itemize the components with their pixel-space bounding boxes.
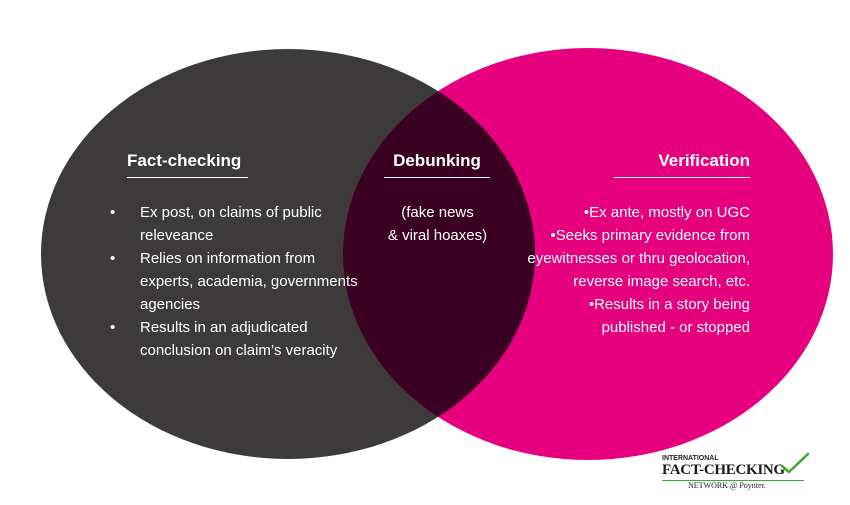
logo-divider xyxy=(662,480,804,481)
fact-checking-underline xyxy=(127,177,248,178)
bullet-icon: • xyxy=(110,204,116,221)
logo-fact-checking: FACT-CHECKING xyxy=(662,462,785,478)
bullet-icon: • xyxy=(583,204,590,221)
bullet-icon: • xyxy=(550,227,556,244)
fact-checking-list: •Ex post, on claims of public releveance… xyxy=(110,201,365,362)
fact-checking-item: •Ex post, on claims of public releveance xyxy=(110,201,365,247)
verification-title: Verification xyxy=(658,151,750,170)
debunking-underline xyxy=(384,177,490,178)
fact-checking-item: •Relies on information from experts, aca… xyxy=(110,247,365,316)
logo-network: NETWORK @ Poynter. xyxy=(688,481,766,490)
debunking-note-line: & viral hoaxes) xyxy=(387,227,488,244)
debunking-note: (fake news & viral hoaxes) xyxy=(350,201,525,247)
bullet-icon: • xyxy=(110,250,116,267)
verification-list: •Ex ante, mostly on UGC •Seeks primary e… xyxy=(520,201,750,339)
checkmark-icon xyxy=(780,452,810,474)
verification-item: •Results in a story being published - or… xyxy=(520,293,750,339)
verification-underline xyxy=(614,177,750,178)
verification-item: •Ex ante, mostly on UGC xyxy=(520,201,750,224)
verification-item: •Seeks primary evidence from eyewitnesse… xyxy=(520,224,750,293)
ifcn-logo: INTERNATIONAL FACT-CHECKING NETWORK @ Po… xyxy=(660,452,810,492)
fact-checking-title: Fact-checking xyxy=(127,151,242,170)
debunking-note-line: (fake news xyxy=(401,204,474,221)
bullet-icon: • xyxy=(588,296,595,313)
logo-international: INTERNATIONAL xyxy=(662,455,719,462)
bullet-icon: • xyxy=(110,319,116,336)
debunking-title: Debunking xyxy=(393,151,481,170)
debunking-intersection xyxy=(343,49,535,459)
fact-checking-item: •Results in an adjudicated conclusion on… xyxy=(110,316,365,362)
